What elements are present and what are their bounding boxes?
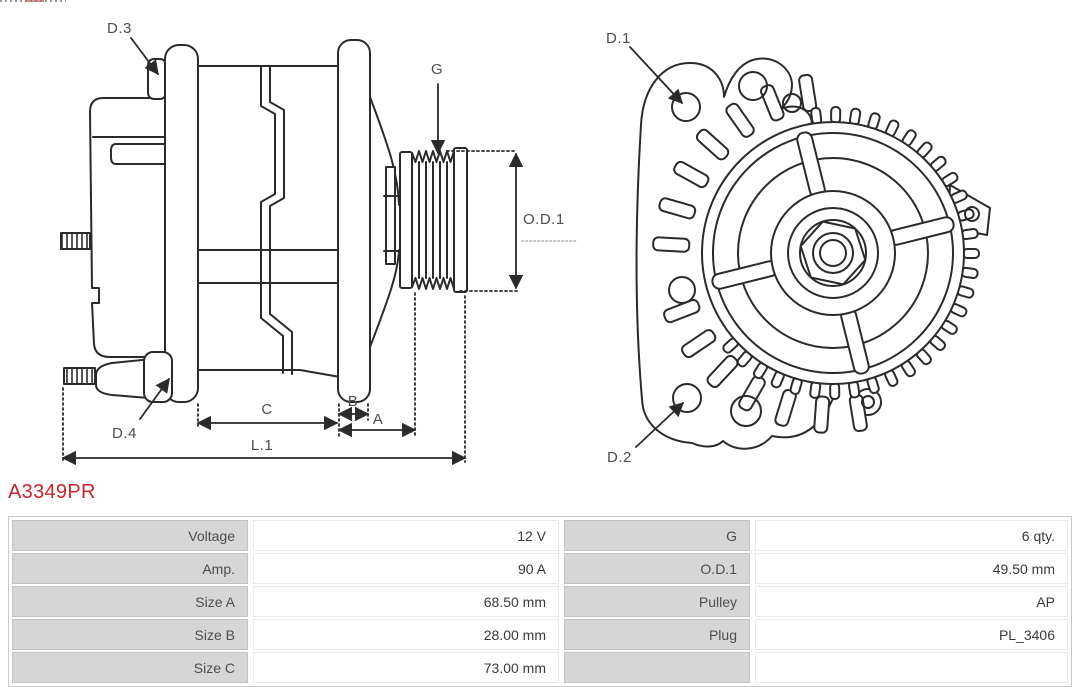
front-callouts [629, 46, 685, 448]
mounting-holes [668, 71, 980, 427]
fan-spokes [711, 131, 955, 375]
spec-value-cell: 90 A [253, 553, 559, 584]
shaft-spacer [383, 166, 401, 265]
spec-value-cell: 73.00 mm [253, 652, 559, 683]
shaft-nut [799, 220, 867, 286]
spec-value-cell: 49.50 mm [755, 553, 1068, 584]
spec-label-cell: Size A [12, 586, 248, 617]
spec-value-cell: PL_3406 [755, 619, 1068, 650]
spec-value-cell: 12 V [253, 520, 559, 551]
bolt-stud-upper [60, 232, 91, 250]
front-view-diagram: D.1 D.2 [606, 30, 991, 466]
spec-label-cell: Size C [12, 652, 248, 683]
spec-label-cell: Pulley [564, 586, 750, 617]
page-edge-artifact-red [25, 0, 44, 2]
spec-label-cell: O.D.1 [564, 553, 750, 584]
label-l1: L.1 [251, 437, 273, 454]
label-d3: D.3 [107, 20, 132, 37]
label-g: G [431, 61, 443, 78]
label-size-b: B [348, 393, 359, 410]
spec-value-cell: 68.50 mm [253, 586, 559, 617]
hole-d1 [671, 92, 701, 122]
main-body [197, 65, 341, 378]
spec-value-cell: AP [755, 586, 1068, 617]
label-od1: O.D.1 [523, 211, 565, 228]
label-d2: D.2 [607, 449, 632, 466]
technical-drawing-area: D.3 G O.D.1 D.4 C B A L.1 [60, 20, 991, 466]
alternator-drawings-svg: D.3 G O.D.1 D.4 C B A L.1 [60, 20, 991, 466]
spec-label-cell: Size B [12, 619, 248, 650]
spec-value-cell [755, 652, 1068, 683]
part-number: A3349PR [8, 481, 96, 503]
side-view-diagram: D.3 G O.D.1 D.4 C B A L.1 [60, 20, 579, 466]
label-size-c: C [261, 401, 272, 418]
spec-label-cell: Amp. [12, 553, 248, 584]
spec-value-cell: 28.00 mm [253, 619, 559, 650]
rear-bracket [337, 39, 371, 403]
spec-label-cell: Voltage [12, 520, 248, 551]
rear-housing [89, 97, 166, 358]
spec-value-cell: 6 qty. [755, 520, 1068, 551]
label-d4: D.4 [112, 425, 137, 442]
bolt-stud-lower [63, 367, 96, 385]
label-d1: D.1 [606, 30, 631, 47]
spec-label-cell [564, 652, 750, 683]
toothed-ring [722, 106, 981, 400]
label-size-a: A [373, 411, 384, 428]
hole-d2 [672, 383, 702, 413]
pulley [399, 147, 468, 293]
hub [770, 190, 896, 316]
spec-label-cell: G [564, 520, 750, 551]
spec-label-cell: Plug [564, 619, 750, 650]
dimension-lines [61, 37, 579, 466]
front-bracket [143, 44, 199, 403]
